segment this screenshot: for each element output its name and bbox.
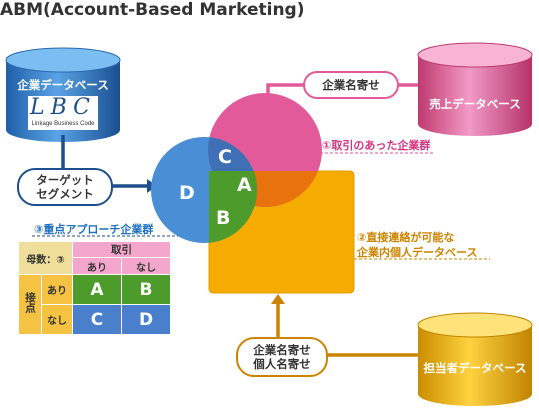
matrix-cell-b: B [121, 274, 171, 305]
enterprise-database-label: 企業データベース [17, 78, 109, 92]
matrix-cell-c: C [72, 304, 122, 335]
matrix-row-group: 接点 [18, 274, 42, 335]
page-title: ABM(Account-Based Marketing) [0, 0, 305, 20]
venn-shapes [151, 93, 355, 294]
lbc-logo: LBC Linkage Business Code [28, 96, 98, 130]
lbc-logo-subtitle: Linkage Business Code [31, 121, 95, 127]
matrix-col-group: 取引 [72, 241, 171, 258]
region-label-c: C [218, 146, 232, 168]
callout-contactable-line2: 企業内個人データベース [357, 246, 478, 259]
callout-priority-companies: ③重点アプローチ企業群 [34, 223, 154, 236]
matrix-row-no: なし [41, 304, 73, 335]
matrix-col-yes: あり [72, 257, 122, 275]
sales-database-cylinder [417, 42, 533, 136]
contact-arrowhead [271, 294, 285, 304]
contact-database-cylinder [417, 312, 533, 406]
region-label-a: A [237, 174, 252, 196]
matrix-cell-d: D [121, 304, 171, 335]
callout-contactable-line1: ②直接連絡が可能な [357, 231, 455, 244]
matrix-cell-a: A [72, 274, 122, 305]
region-label-b: B [216, 207, 231, 229]
matrix-col-no: なし [121, 257, 171, 275]
target-segment-pill: ターゲット セグメント [17, 168, 113, 206]
enterprise-database-cylinder [5, 47, 121, 142]
contact-database-label: 担当者データベース [423, 361, 527, 375]
lbc-logo-mark: LBC [29, 95, 97, 120]
callout-transacted-companies: ①取引のあった企業群 [322, 139, 431, 152]
matrix-row-yes: あり [41, 274, 73, 305]
priority-matrix: 母数：③ 取引 あり なし 接点 あり A B なし C D [18, 241, 171, 335]
sales-database-label: 売上データベース [429, 97, 521, 111]
region-label-d: D [179, 182, 195, 204]
matrix-corner: 母数：③ [18, 241, 73, 275]
company-name-merge-pill: 企業名寄せ [303, 71, 399, 99]
company-person-merge-pill: 企業名寄せ 個人名寄せ [236, 337, 328, 377]
